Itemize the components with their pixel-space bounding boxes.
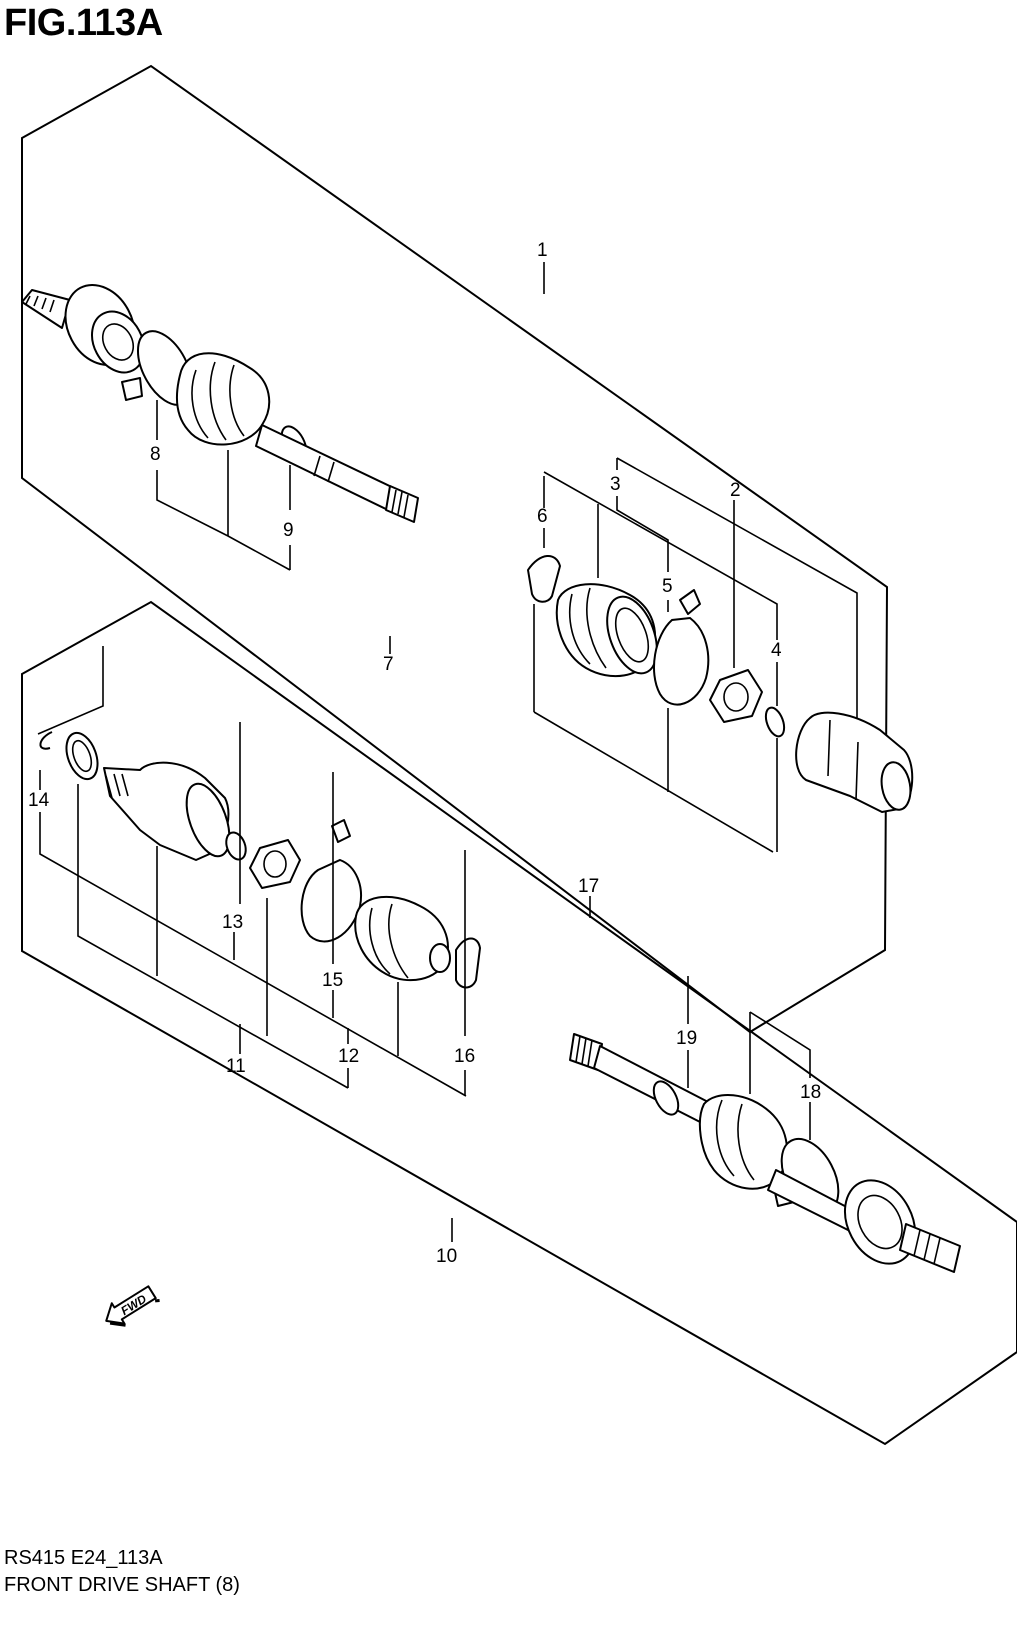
callout-13: 13 (222, 912, 243, 933)
callout-3: 3 (610, 474, 621, 495)
lower-drive-shaft (569, 1033, 961, 1273)
callout-10: 10 (436, 1246, 457, 1267)
fwd-arrow-icon: FWD (105, 1285, 160, 1327)
callout-6: 6 (537, 506, 548, 527)
callout-4: 4 (771, 640, 782, 661)
upper-inner-joint-parts (527, 555, 914, 813)
callout-8: 8 (150, 444, 161, 465)
upper-assembly-frame (21, 64, 889, 1034)
callout-1: 1 (537, 240, 548, 261)
callout-16: 16 (454, 1046, 475, 1067)
callout-12: 12 (338, 1046, 359, 1067)
callout-7: 7 (383, 654, 394, 675)
callout-9: 9 (283, 520, 294, 541)
upper-drive-shaft (21, 283, 419, 523)
callout-14: 14 (28, 790, 50, 811)
figure-name: FRONT DRIVE SHAFT (8) (4, 1574, 240, 1596)
lower-assembly-frame (21, 600, 1017, 1446)
callout-17: 17 (578, 876, 599, 897)
callout-11: 11 (226, 1056, 246, 1077)
callout-19: 19 (676, 1028, 697, 1049)
figure-title: FIG.113A (4, 2, 163, 44)
leader-lines (37, 262, 858, 1242)
figure-code: RS415 E24_113A (4, 1547, 163, 1569)
callout-5: 5 (662, 576, 673, 597)
lower-inner-joint-parts (39, 731, 481, 989)
callout-15: 15 (322, 970, 343, 991)
callout-2: 2 (730, 480, 741, 501)
callout-18: 18 (800, 1082, 821, 1103)
